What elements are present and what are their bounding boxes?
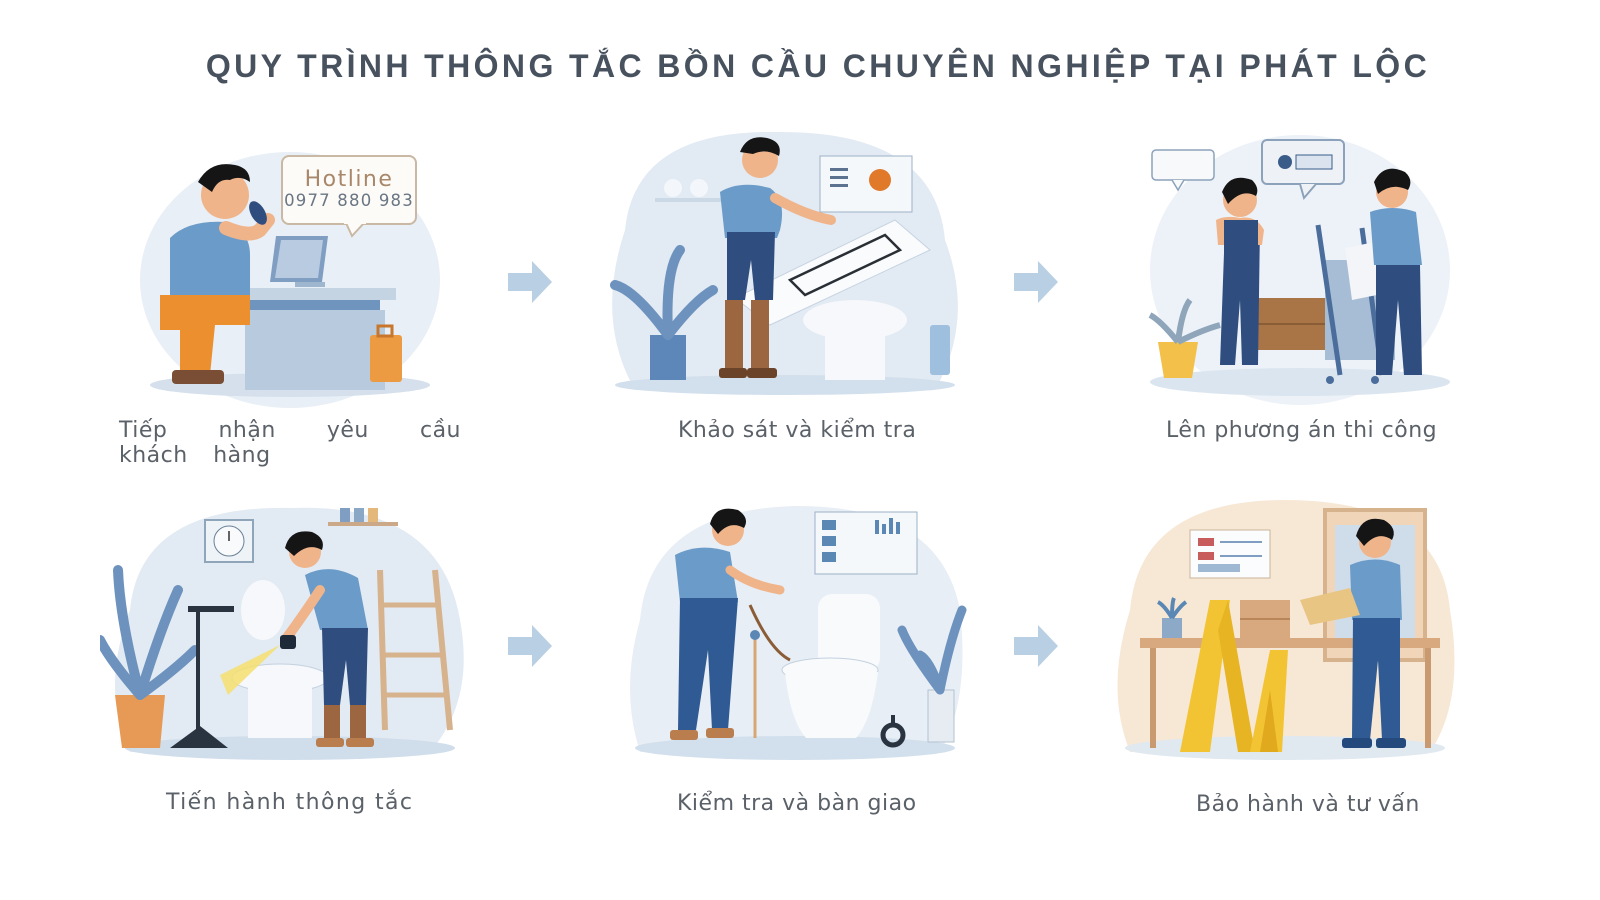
step-3-label: Lên phương án thi công [1166,418,1438,443]
step-1-label: Tiếp nhận yêu cầu khách hàng [119,418,461,468]
arrow-right-icon [1014,624,1060,668]
step-6-label: Bảo hành và tư vấn [1196,792,1420,817]
arrow-right-icon [508,624,554,668]
hotline-label: Hotline [305,167,394,192]
step-2-illustration [595,120,975,410]
step-5-label: Kiểm tra và bàn giao [677,791,917,816]
hotline-number: 0977 880 983 [284,191,414,210]
step-3-illustration [1130,120,1460,410]
arrow-right-icon [1014,260,1060,304]
hotline-bubble: Hotline 0977 880 983 [281,155,417,238]
step-5-illustration [620,490,970,770]
step-1-illustration: Hotline 0977 880 983 [100,120,460,410]
step-4-illustration [100,490,470,770]
step-2-label: Khảo sát và kiểm tra [678,418,917,443]
step-4-label: Tiến hành thông tắc [166,790,414,815]
arrow-right-icon [508,260,554,304]
step-6-illustration [1110,490,1460,770]
page-title: QUY TRÌNH THÔNG TẮC BỒN CẦU CHUYÊN NGHIỆ… [205,48,1431,84]
